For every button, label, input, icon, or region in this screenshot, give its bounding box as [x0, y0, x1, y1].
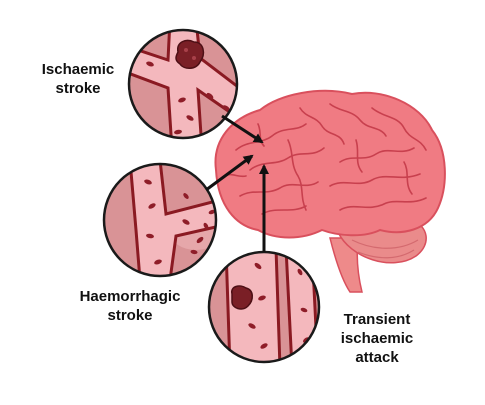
- label-ischaemic-line2: stroke: [55, 80, 101, 97]
- cerebrum: [214, 89, 446, 239]
- label-tia-line1: Transient: [343, 311, 411, 328]
- label-haemorrhagic-line1: Haemorrhagic: [79, 288, 181, 305]
- arrow-ischaemic: [221, 114, 264, 144]
- arrow-haemorrhagic: [205, 154, 254, 192]
- brain-illustration: [214, 89, 446, 293]
- brain-folds: [223, 103, 427, 215]
- label-tia-line2: ischaemic: [340, 330, 414, 347]
- label-tia-line3: attack: [355, 349, 399, 366]
- label-haemorrhagic-line2: stroke: [107, 307, 153, 324]
- label-haemorrhagic-stroke: Haemorrhagic stroke: [70, 287, 190, 325]
- arrows: [205, 114, 269, 252]
- tia-inset: [207, 250, 321, 364]
- label-ischaemic-line1: Ischaemic: [41, 61, 115, 78]
- haemorrhagic-stroke-inset: [102, 162, 218, 278]
- clot: [175, 39, 205, 69]
- label-ischaemic-stroke: Ischaemic stroke: [28, 60, 128, 98]
- small-clot: [231, 285, 253, 310]
- ischaemic-stroke-inset: [127, 28, 239, 140]
- label-transient-ischaemic-attack: Transient ischaemic attack: [322, 310, 432, 367]
